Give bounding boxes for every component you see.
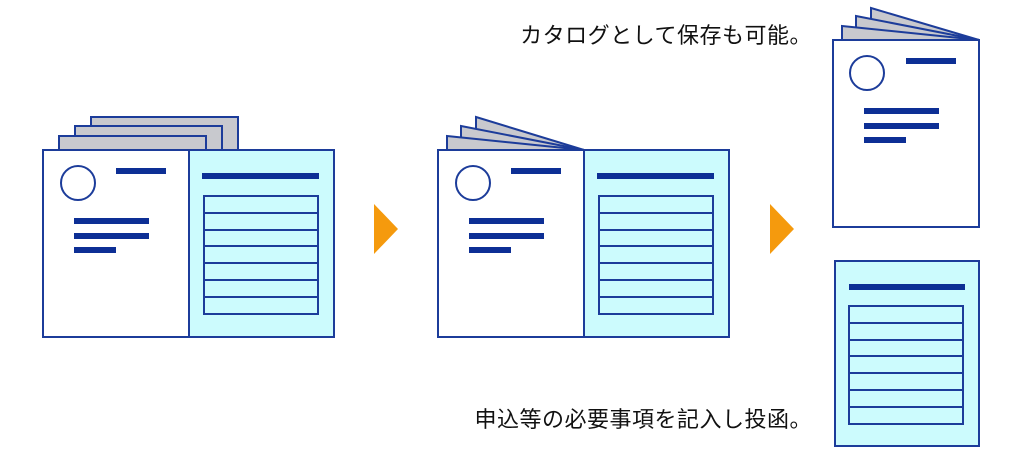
text-bar [864,123,939,129]
form-grid [598,195,714,315]
open-booklet-stacked [42,116,335,338]
text-bar [469,233,544,239]
form-title-bar [849,284,965,290]
text-bar [74,233,149,239]
form-grid [203,195,319,315]
step-arrow-icon [374,204,398,254]
text-bar [511,168,561,174]
form-title-bar [202,173,319,179]
form-title-bar [597,173,714,179]
catalog-booklet [832,6,980,228]
circle-avatar-icon [849,55,885,91]
text-bar [74,247,116,253]
text-bar [469,218,544,224]
caption-keep-as-catalog: カタログとして保存も可能。 [520,24,812,49]
detached-postcard [834,260,980,447]
form-grid [848,305,964,425]
circle-avatar-icon [455,165,491,201]
text-bar [116,168,166,174]
text-bar [906,58,956,64]
step-arrow-icon [770,204,794,254]
caption-fill-and-mail: 申込等の必要事項を記入し投函。 [474,408,812,433]
form-rows [599,212,713,298]
circle-avatar-icon [60,165,96,201]
open-booklet-fanned [437,115,730,338]
text-bar [864,108,939,114]
form-rows [849,322,963,408]
text-bar [74,218,149,224]
form-rows [204,212,318,298]
text-bar [864,137,906,143]
text-bar [469,247,511,253]
